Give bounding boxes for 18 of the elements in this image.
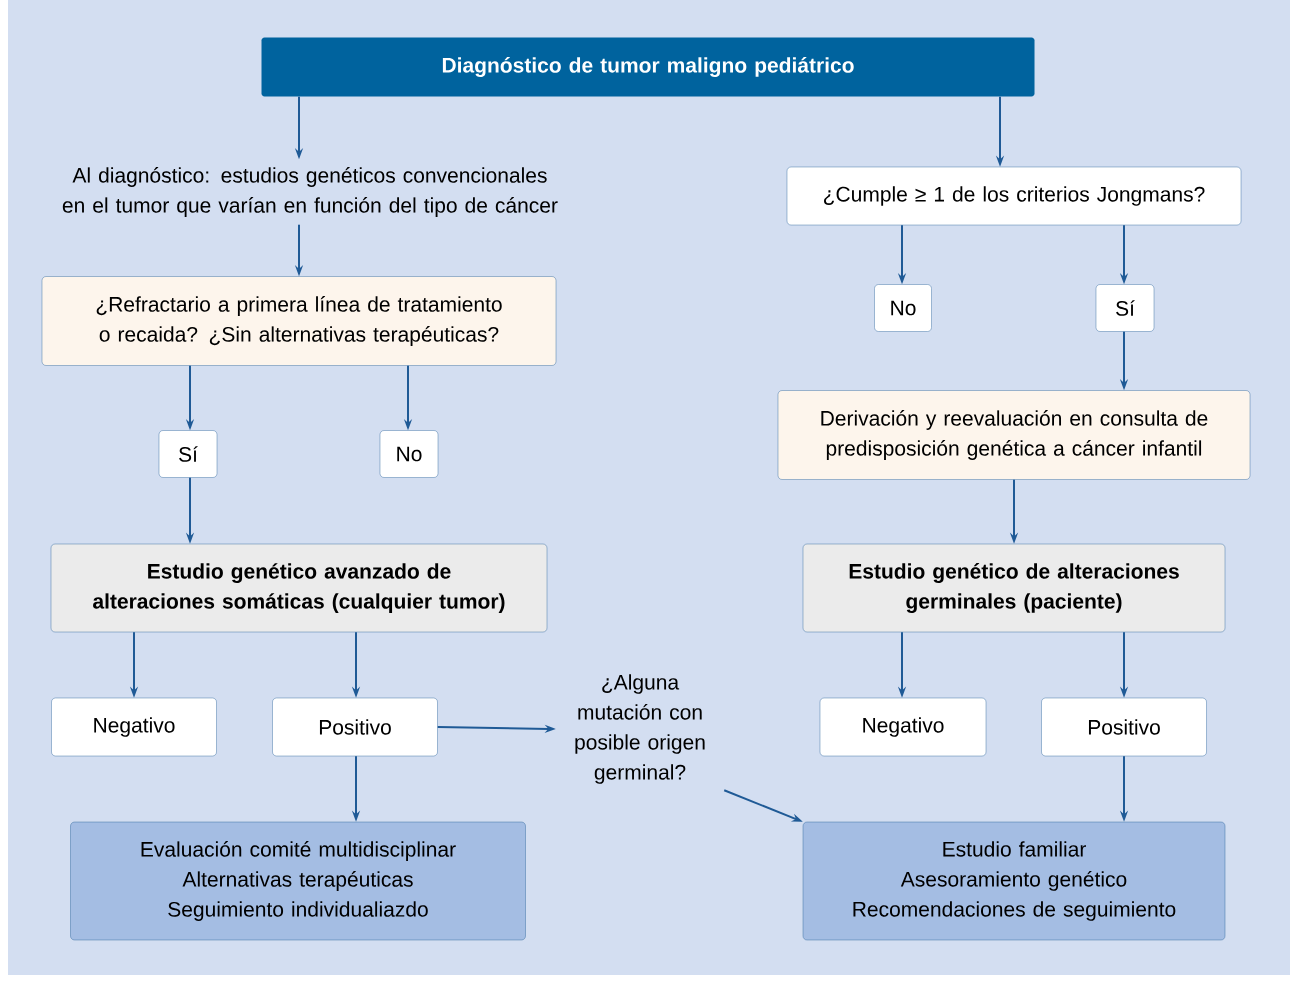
answer-box: Negativo <box>51 697 217 757</box>
answer-box: ¿Cumple ≥ 1 de los criterios Jongmans? <box>786 166 1242 226</box>
result-box: Estudio familiar Asesoramiento genético Recomendaciones de seguimiento <box>802 821 1226 941</box>
answer-box: No <box>379 430 439 478</box>
answer-box: Negativo <box>819 697 987 757</box>
answer-box: Positivo <box>272 697 438 757</box>
question-box: ¿Refractario a primera línea de tratamiento o recaida? ¿Sin alternativas terapéuticas? <box>41 276 557 366</box>
study-box: Estudio genético avanzado de alteraciones somáticas (cualquier tumor) <box>50 543 548 633</box>
answer-box: No <box>874 284 932 332</box>
study-box: Estudio genético de alteraciones germinales (paciente) <box>802 543 1226 633</box>
question-text: Al diagnóstico: estudios genéticos convencionales en el tumor que varían en función del tipo de cáncer <box>62 167 558 217</box>
answer-box: Sí <box>158 430 218 478</box>
answer-box: Positivo <box>1041 697 1207 757</box>
answer-box: Sí <box>1095 284 1155 332</box>
result-box: Evaluación comité multidisciplinar Alternativas terapéuticas Seguimiento individualiazdo <box>70 821 526 941</box>
question-box: Derivación y reevaluación en consulta de predisposición genética a cáncer infantil <box>777 390 1251 480</box>
title-box: Diagnóstico de tumor maligno pediátrico <box>261 37 1035 97</box>
question-text: ¿Alguna mutación con posible origen germinal? <box>575 674 705 784</box>
